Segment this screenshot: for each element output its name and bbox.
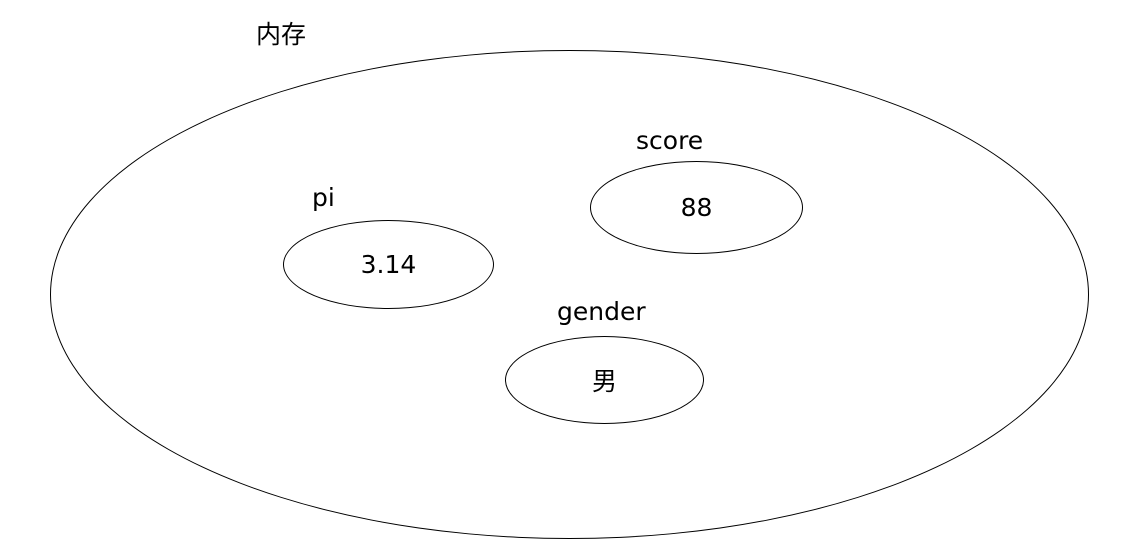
memory-container-ellipse xyxy=(50,50,1089,539)
variable-pi-value: 3.14 xyxy=(360,250,417,279)
variable-score-value: 88 xyxy=(680,193,713,222)
variable-pi-ellipse: 3.14 xyxy=(283,220,494,309)
variable-score-ellipse: 88 xyxy=(590,161,803,254)
variable-gender-ellipse: 男 xyxy=(505,336,704,424)
variable-score-label: score xyxy=(636,126,704,155)
variable-pi-label: pi xyxy=(312,183,335,212)
memory-container-label: 内存 xyxy=(256,20,307,49)
variable-gender-value: 男 xyxy=(591,367,617,396)
variable-gender-label: gender xyxy=(557,297,646,326)
